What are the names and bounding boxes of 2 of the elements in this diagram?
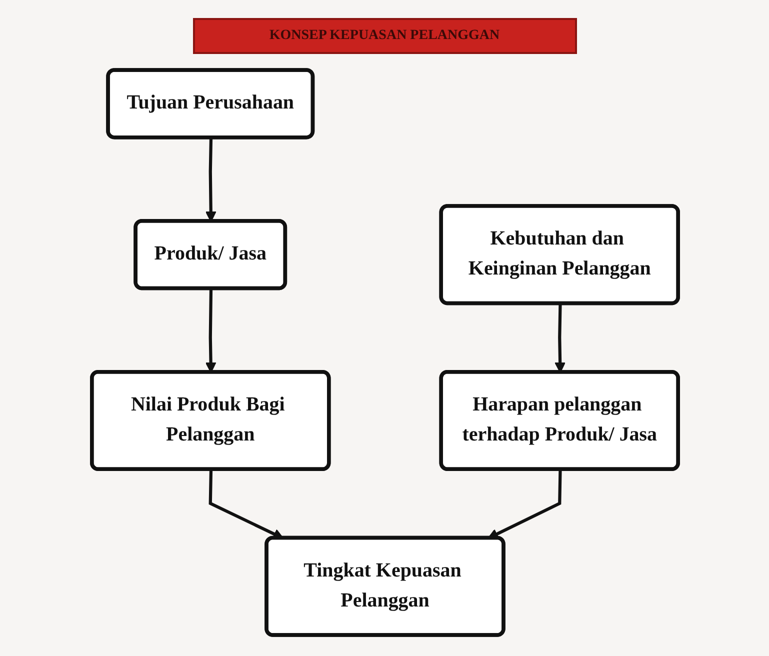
arrow (487, 470, 562, 539)
title-banner: KONSEP KEPUASAN PELANGGAN (192, 18, 576, 54)
